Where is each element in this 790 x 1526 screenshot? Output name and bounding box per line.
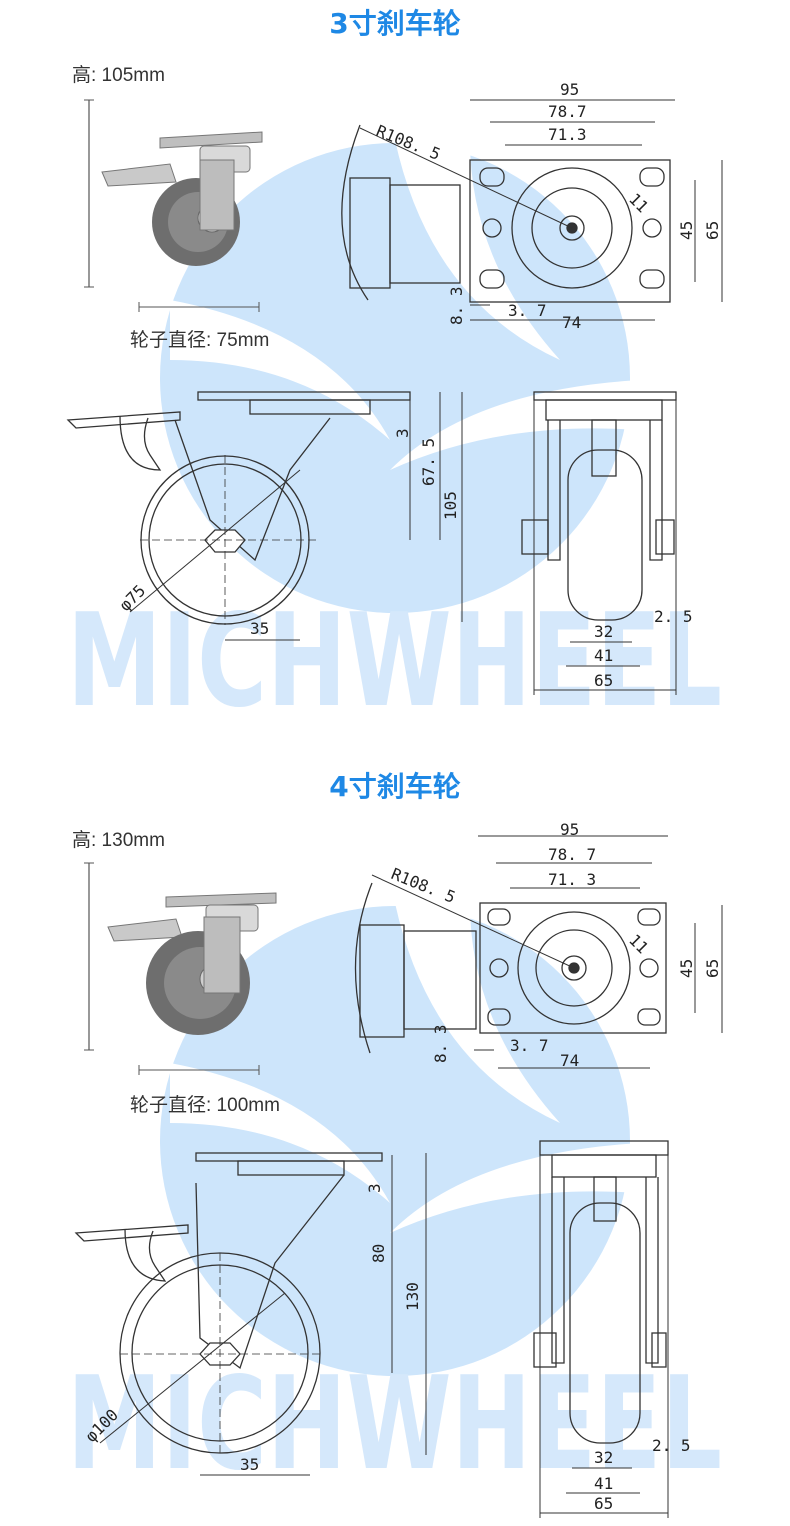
dim-swivel-radius: R108. 5 — [389, 864, 459, 907]
dim-plate-width: 45 — [677, 959, 696, 978]
dim-offset-a: 8. 3 — [431, 1024, 450, 1063]
dim-plate-length: 74 — [562, 313, 581, 332]
dim-hub: 41 — [594, 646, 613, 665]
side-view — [74, 1152, 427, 1476]
section-title: 3寸刹车轮 — [329, 7, 461, 40]
section-3-drawing: MICHWHEEL — [66, 80, 723, 736]
dim-plate-thk: 3 — [393, 428, 412, 438]
dim-gap: 2. 5 — [654, 607, 693, 626]
dim-hole-span-outer: 78. 7 — [548, 845, 596, 864]
background-logo — [160, 140, 640, 613]
watermark-text: MICHWHEEL — [67, 1350, 722, 1499]
dim-plate-thk: 3 — [365, 1183, 384, 1193]
dim-hole-span-outer: 78.7 — [548, 102, 587, 121]
background-logo — [160, 903, 640, 1376]
dim-hole-span-inner: 71.3 — [548, 125, 587, 144]
dim-axle-height: 80 — [369, 1244, 388, 1263]
front-view — [533, 1140, 669, 1518]
section-title: 4寸刹车轮 — [329, 770, 461, 803]
top-view — [354, 835, 723, 1069]
front-view-dims: 32 41 65 2. 5 — [594, 1436, 691, 1513]
dim-offset-b: 3. 7 — [510, 1036, 549, 1055]
front-view-dims: 32 41 65 2. 5 — [594, 607, 693, 690]
section-4-inch: MICHWHEEL — [0, 763, 790, 1526]
dim-hub: 41 — [594, 1474, 613, 1493]
dim-axle-height: 67. 5 — [419, 438, 438, 486]
dim-eccentric: 35 — [250, 619, 269, 638]
dim-hole-span-inner: 71. 3 — [548, 870, 596, 889]
side-view — [66, 391, 463, 641]
wheel-diameter-label: 轮子直径: 75mm — [130, 330, 270, 351]
top-view — [341, 99, 723, 321]
dim-bracket: 65 — [594, 671, 613, 690]
dim-plate-height: 65 — [703, 959, 722, 978]
height-label: 高: 130mm — [72, 830, 165, 851]
dim-overall-width: 95 — [560, 820, 579, 839]
section-3-inch: MICHWHEEL — [66, 7, 723, 736]
wheel-diameter-label: 轮子直径: 100mm — [130, 1095, 280, 1116]
dim-eccentric: 35 — [240, 1455, 259, 1474]
dim-offset-a: 8. 3 — [447, 286, 466, 325]
dim-offset-b: 3. 7 — [508, 301, 547, 320]
dim-hole-dia: 11 — [625, 189, 652, 216]
dim-total-height: 105 — [441, 491, 460, 520]
front-view — [521, 391, 677, 695]
dim-tread: 32 — [594, 1448, 613, 1467]
dim-plate-length: 74 — [560, 1051, 579, 1070]
watermark-text: MICHWHEEL — [67, 587, 722, 736]
caster-photo — [84, 862, 277, 1075]
section-4-drawing: MICHWHEEL — [67, 820, 723, 1518]
dim-bracket: 65 — [594, 1494, 613, 1513]
dim-tread: 32 — [594, 622, 613, 641]
side-view-dims: 3 67. 5 105 φ75 35 — [115, 428, 460, 638]
dim-total-height: 130 — [403, 1282, 422, 1311]
caster-photo — [84, 99, 263, 312]
dim-gap: 2. 5 — [652, 1436, 691, 1455]
dim-plate-width: 45 — [677, 221, 696, 240]
dim-overall-width: 95 — [560, 80, 579, 99]
height-label: 高: 105mm — [72, 65, 165, 86]
dim-hole-dia: 11 — [625, 930, 652, 957]
dim-plate-height: 65 — [703, 221, 722, 240]
